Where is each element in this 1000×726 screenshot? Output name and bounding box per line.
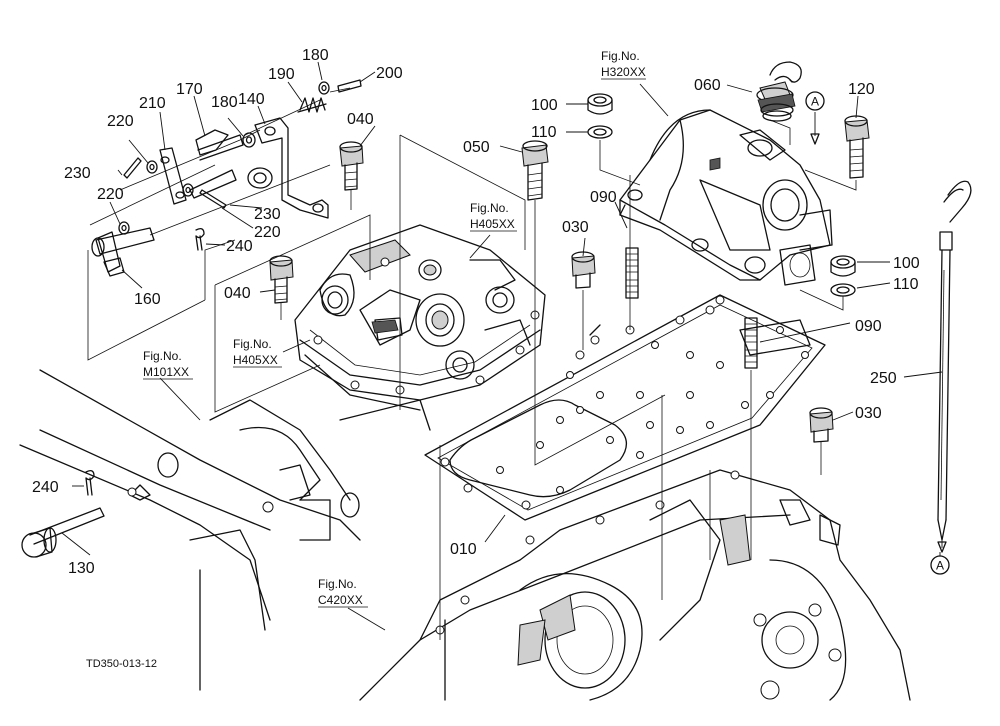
label-030-left: 030 <box>562 219 589 236</box>
svg-text:M101XX: M101XX <box>143 365 189 379</box>
svg-text:A: A <box>936 559 944 573</box>
label-230-right: 230 <box>254 206 281 223</box>
label-060: 060 <box>694 77 721 94</box>
rocker-arm-assembly <box>214 134 546 413</box>
arrow-marker-a-top <box>810 112 820 145</box>
label-110-top: 110 <box>531 124 557 141</box>
bolt-040-lower <box>269 255 294 304</box>
svg-text:H405XX: H405XX <box>470 217 515 231</box>
alignment-lines <box>280 119 857 640</box>
svg-text:H320XX: H320XX <box>601 65 646 79</box>
label-110-right: 110 <box>893 276 919 293</box>
bolt-050 <box>521 140 549 201</box>
rocker-cover-gasket <box>424 294 826 521</box>
bolt-120 <box>844 115 870 179</box>
stud-090-left <box>625 247 639 299</box>
label-230-left: 230 <box>64 165 91 182</box>
label-040-upper: 040 <box>347 111 374 128</box>
fig-ref-h405xx-right: Fig.No. H405XX <box>470 201 517 232</box>
fig-ref-h320xx: Fig.No. H320XX <box>601 49 646 80</box>
label-220-right: 220 <box>254 224 281 241</box>
seal-100-right <box>830 255 856 277</box>
svg-text:Fig.No.: Fig.No. <box>318 577 357 591</box>
label-050: 050 <box>463 139 490 156</box>
label-180-top: 180 <box>302 47 329 64</box>
washer-110-right <box>830 283 856 297</box>
label-210: 210 <box>139 95 166 112</box>
marker-a-bottom: A <box>930 555 950 575</box>
fig-ref-c420xx: Fig.No. C420XX <box>318 577 368 608</box>
linkage-assembly <box>21 79 362 558</box>
label-250: 250 <box>870 370 897 387</box>
drawing-code: TD350-013-12 <box>86 658 157 670</box>
label-180-mid: 180 <box>211 94 238 111</box>
label-100-right: 100 <box>893 255 920 272</box>
label-120: 120 <box>848 81 875 98</box>
washer-110-top <box>587 125 613 139</box>
dipstick <box>937 180 972 553</box>
nut-030-right <box>809 407 834 443</box>
svg-text:Fig.No.: Fig.No. <box>470 201 509 215</box>
label-090-right: 090 <box>855 318 882 335</box>
svg-text:C420XX: C420XX <box>318 593 363 607</box>
label-160: 160 <box>134 291 161 308</box>
leader-lines <box>61 61 943 631</box>
bolt-040-upper <box>339 141 364 191</box>
fig-ref-m101xx: Fig.No. M101XX <box>143 349 193 380</box>
figure-references: Fig.No. H320XX Fig.No. H405XX Fig.No. H4… <box>143 49 646 608</box>
svg-text:A: A <box>811 95 819 109</box>
label-100-top: 100 <box>531 97 558 114</box>
svg-text:H405XX: H405XX <box>233 353 278 367</box>
label-190: 190 <box>268 66 295 83</box>
stud-090-right <box>744 317 758 369</box>
label-170: 170 <box>176 81 203 98</box>
nut-030-left <box>571 251 596 289</box>
label-220-top: 220 <box>107 113 134 130</box>
part-labels: 010 030 030 040 040 050 060 090 090 100 … <box>32 47 920 577</box>
label-220-left: 220 <box>97 186 124 203</box>
svg-text:Fig.No.: Fig.No. <box>233 337 272 351</box>
head-cover <box>619 109 833 286</box>
label-240-top: 240 <box>226 238 253 255</box>
label-040-lower: 040 <box>224 285 251 302</box>
svg-text:Fig.No.: Fig.No. <box>601 49 640 63</box>
label-200: 200 <box>376 65 403 82</box>
label-140: 140 <box>238 91 265 108</box>
label-240-bottom: 240 <box>32 479 59 496</box>
label-010: 010 <box>450 541 477 558</box>
oil-filler-plug <box>756 61 802 122</box>
fig-ref-h405xx-left: Fig.No. H405XX <box>233 337 282 368</box>
label-090-left: 090 <box>590 189 617 206</box>
engine-block <box>359 469 911 701</box>
marker-a-top: A <box>805 91 825 111</box>
svg-text:Fig.No.: Fig.No. <box>143 349 182 363</box>
label-130: 130 <box>68 560 95 577</box>
seal-100-top <box>587 93 613 115</box>
label-030-right: 030 <box>855 405 882 422</box>
front-cover <box>19 369 431 691</box>
